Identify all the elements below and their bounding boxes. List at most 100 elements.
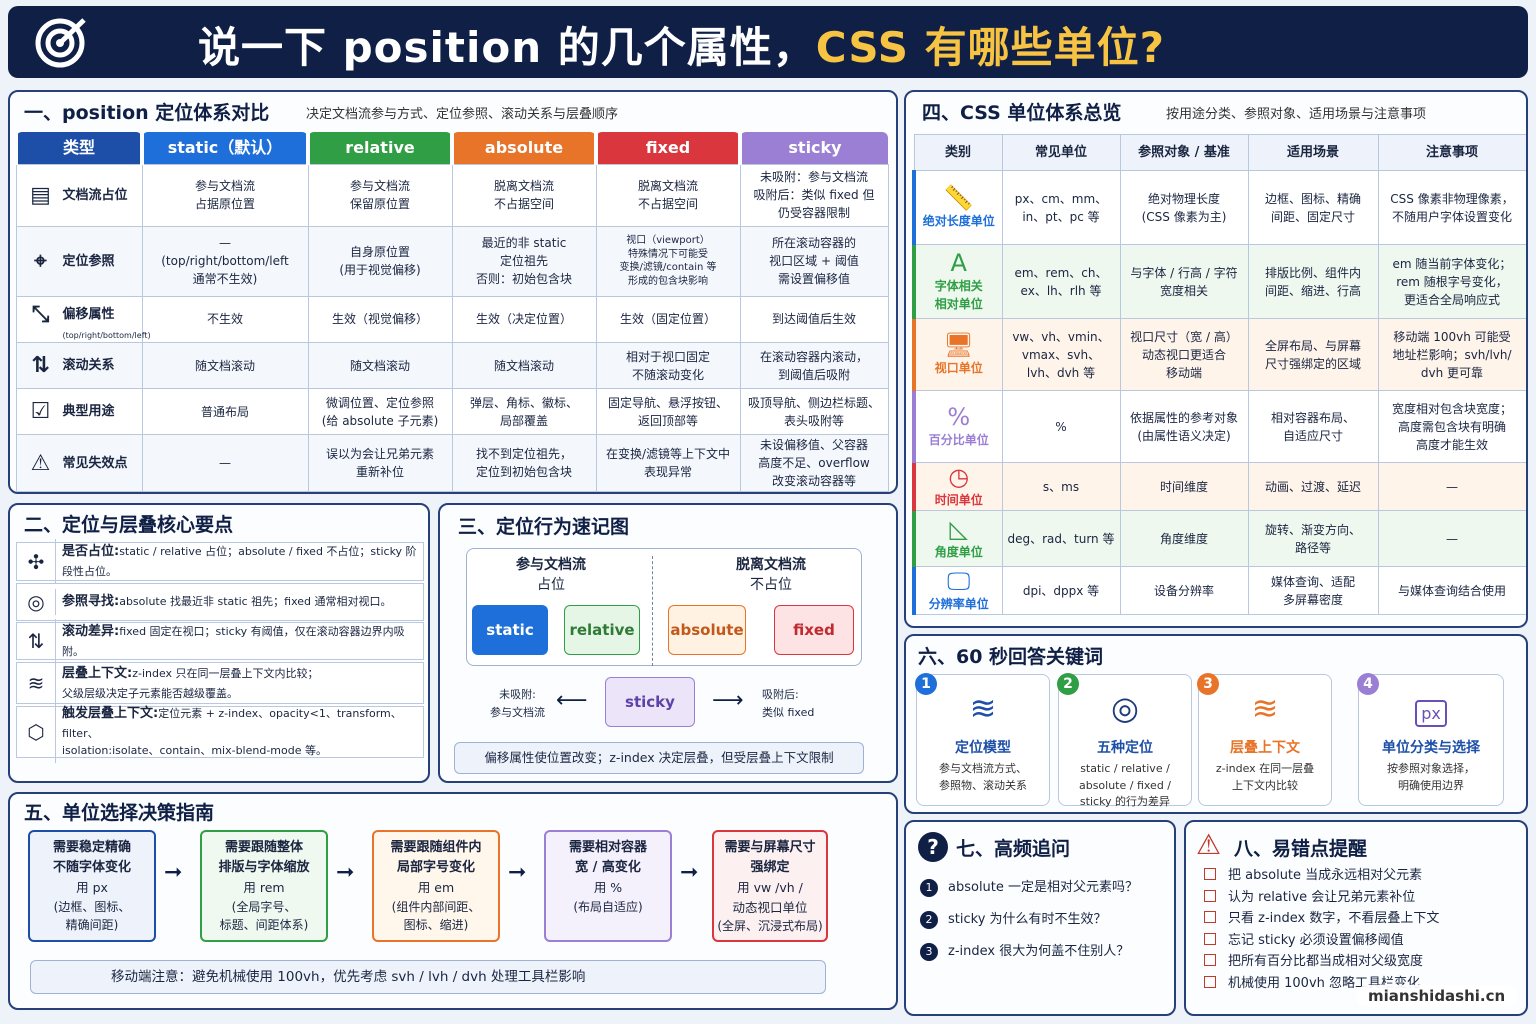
table-cell: 时间维度 <box>1119 462 1249 511</box>
section-title: 二、定位与层叠核心要点 <box>24 514 234 536</box>
behavior-note: 偏移属性使位置改变；z-index 决定层叠，但受层叠上下文限制 <box>454 742 864 774</box>
checkbox-icon <box>1204 911 1216 923</box>
unit-category-label: 绝对长度单位 <box>922 213 995 228</box>
row-label-text: 典型用途 <box>62 404 115 420</box>
arrow-right-icon: ⟶ <box>712 688 744 713</box>
decision-card: 需要稳定精确不随字体变化用 px(边框、图标、精确间距) <box>28 830 156 942</box>
table-cell: 排版比例、组件内间距、缩进、行高 <box>1247 244 1379 319</box>
key-point-text: 参照寻找:absolute 找最近非 static 祖先；fixed 通常相对视… <box>55 588 398 616</box>
row-sublabel: (top/right/bottom/left) <box>62 330 151 340</box>
stuck-label: 吸附后:类似 fixed <box>762 688 815 719</box>
checkbox-icon <box>1204 889 1216 902</box>
table-cell: 随文档滚动 <box>307 342 453 390</box>
section-subtitle: 决定文档流参与方式、定位参照、滚动关系与层叠顺序 <box>306 107 619 122</box>
unit-category: %百分比单位 <box>912 390 1003 463</box>
table-cell: 旋转、渐变方向、路径等 <box>1247 510 1379 567</box>
keyword-title: 定位模型 <box>955 740 1011 756</box>
section-title: 三、定位行为速记图 <box>458 516 630 538</box>
decision-card: 需要相对容器宽 / 高变化用 %(布局自适应) <box>544 830 672 942</box>
keyword-card: 1≋定位模型参与文档流方式、参照物、滚动关系 <box>915 673 1050 806</box>
table-cell: % <box>1001 390 1121 463</box>
key-point: ≋ 层叠上下文:z-index 只在同一层叠上下文内比较；父级层级决定子元素能否越… <box>16 660 424 706</box>
table-cell: 生效（决定位置） <box>451 295 597 344</box>
page-title: 说一下 position 的几个属性，CSS 有哪些单位? <box>198 23 1165 72</box>
pitfall-item: 把所有百分比都当成相对父级宽度 <box>1204 950 1423 969</box>
keyword-desc: 按参照对象选择，明确使用边界 <box>1387 762 1475 792</box>
table-cell: 相对于视口固定不随滚动变化 <box>595 342 741 390</box>
decision-note: (全局字号、标题、间距体系) <box>219 899 309 933</box>
pitfall-item: 把 absolute 当成永远相对父元素 <box>1204 864 1422 883</box>
keyword-icon: ≋ <box>1251 689 1279 727</box>
row-label-text: 文档流占位 <box>62 187 128 203</box>
table-cell: 所在滚动容器的视口区域 + 阈值需设置偏移值 <box>739 225 889 297</box>
key-point: ⇅滚动差异:fixed 固定在视口；sticky 有阈值，仅在滚动容器边界内吸附… <box>16 618 424 664</box>
checkbox-icon <box>1204 975 1216 988</box>
pitfall-item: 认为 relative 会让兄弟元素补位 <box>1204 886 1415 905</box>
in-flow-heading: 参与文档流占位 <box>516 557 586 593</box>
key-point-head: 触发层叠上下文: <box>62 706 159 722</box>
units-panel: 四、CSS 单位体系总览 按用途分类、参照对象、适用场景与注意事项 类别常见单位… <box>904 90 1528 628</box>
table-cell: — <box>1377 462 1526 511</box>
arrow-left-icon: ⟵ <box>556 688 588 713</box>
table-cell: 绝对物理长度(CSS 像素为主) <box>1119 170 1249 245</box>
table-cell: 与媒体查询结合使用 <box>1377 566 1526 615</box>
key-point-head: 层叠上下文: <box>62 665 133 681</box>
table-cell: 到达阈值后生效 <box>739 295 889 344</box>
keyword-desc: z-index 在同一层叠上下文内比较 <box>1215 762 1315 792</box>
table-cell: 生效（视觉偏移） <box>307 295 453 344</box>
column-header: static（默认） <box>140 132 308 164</box>
unit-category: ◷时间单位 <box>912 462 1003 511</box>
arrow-right-icon: ➞ <box>164 860 183 885</box>
header: 说一下 position 的几个属性，CSS 有哪些单位? <box>8 6 1528 78</box>
key-point-text: 滚动差异:fixed 固定在视口；sticky 有阈值，仅在滚动容器边界内吸附。 <box>55 618 423 664</box>
column-header: 参照对象 / 基准 <box>1119 134 1249 171</box>
keyword-number: 2 <box>1057 673 1079 695</box>
pitfall-item: 只看 z-index 数字，不看层叠上下文 <box>1204 907 1439 926</box>
key-point-body: 父级层级决定子元素能否越级覆盖。 <box>62 686 238 700</box>
unit-icon: % <box>947 403 971 432</box>
table-cell: 随文档滚动 <box>451 342 597 390</box>
column-header: 类型 <box>14 132 142 164</box>
keyword-icon: ≋ <box>969 689 997 727</box>
decision-unit: 用 px <box>76 880 108 896</box>
unit-icon: 🖵 <box>947 567 971 596</box>
keyword-desc: 参与文档流方式、参照物、滚动关系 <box>939 762 1027 792</box>
decision-unit: 用 vw /vh /动态视口单位 <box>732 880 808 915</box>
table-cell: 角度维度 <box>1119 510 1249 567</box>
checkbox-icon <box>1204 868 1216 880</box>
decision-heading: 需要稳定精确不随字体变化 <box>52 840 131 876</box>
unit-category: ◺角度单位 <box>912 510 1003 567</box>
decision-card: 需要与屏幕尺寸强绑定用 vw /vh /动态视口单位(全屏、沉浸式布局) <box>712 830 828 942</box>
table-cell: 移动端 100vh 可能受地址栏影响；svh/lvh/dvh 更可靠 <box>1377 318 1526 391</box>
arrow-right-icon: ➞ <box>508 860 527 885</box>
sticky-box: sticky <box>605 677 695 727</box>
row-label-text: 定位参照 <box>62 253 115 269</box>
key-point-icon: ≋ <box>27 671 45 695</box>
section-title: 八、易错点提醒 <box>1234 838 1368 860</box>
target-icon <box>35 18 86 68</box>
table-cell: 参与文档流占据原位置 <box>141 163 309 227</box>
decision-unit: 用 em <box>417 880 455 896</box>
key-point-text: 层叠上下文:z-index 只在同一层叠上下文内比较；父级层级决定子元素能否越级… <box>55 660 325 706</box>
checkbox-icon <box>1204 954 1216 966</box>
unit-icon: A <box>950 249 967 278</box>
unit-category: 🖵分辨率单位 <box>912 566 1003 615</box>
table-cell: 普通布局 <box>141 388 309 436</box>
keyword-icon: px <box>1359 689 1503 733</box>
row-label: ⚠常见失效点 <box>15 434 143 492</box>
table-cell: s、ms <box>1001 462 1121 511</box>
key-point-body: isolation:isolate、contain、mix-blend-mode… <box>62 744 327 758</box>
column-header: absolute <box>450 132 596 164</box>
table-cell: 不生效 <box>141 295 309 344</box>
unit-icon: 📏 <box>943 184 974 213</box>
unit-category-label: 字体相关相对单位 <box>934 278 983 311</box>
question-text: sticky 为什么有时不生效？ <box>948 912 1107 927</box>
unit-category: 🖥视口单位 <box>912 318 1003 391</box>
row-icon: ▤ <box>30 182 51 208</box>
